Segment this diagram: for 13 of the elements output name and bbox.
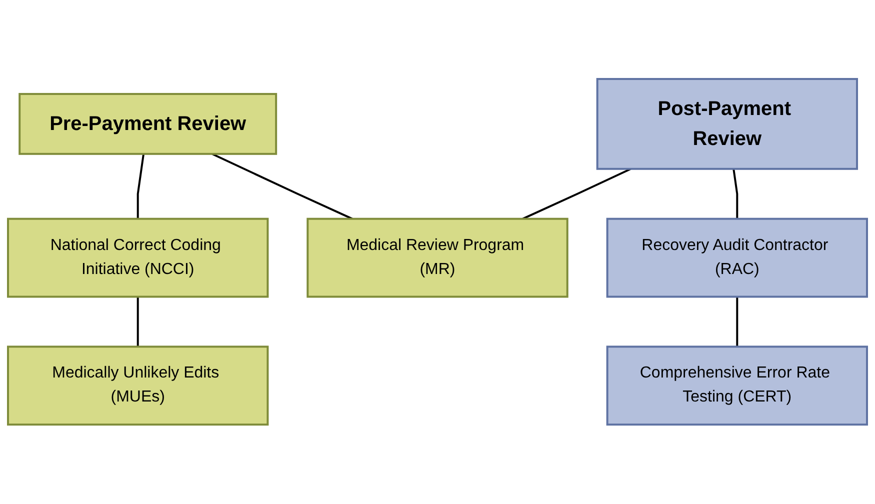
connector: [212, 153, 353, 220]
connector: [136, 296, 139, 347]
connector: [736, 296, 738, 347]
node-box: Medical Review Program (MR): [306, 218, 568, 298]
node-box: Pre-Payment Review: [18, 93, 278, 156]
node-box: Post-Payment Review: [596, 78, 858, 170]
connector: [732, 168, 738, 220]
connector: [136, 154, 145, 220]
node-box: Comprehensive Error Rate Testing (CERT): [606, 346, 868, 426]
node-box: Recovery Audit Contractor (RAC): [606, 218, 868, 298]
connector: [522, 168, 632, 220]
node-box: National Correct Coding Initiative (NCCI): [7, 218, 269, 298]
node-box: Medically Unlikely Edits (MUEs): [7, 346, 269, 426]
